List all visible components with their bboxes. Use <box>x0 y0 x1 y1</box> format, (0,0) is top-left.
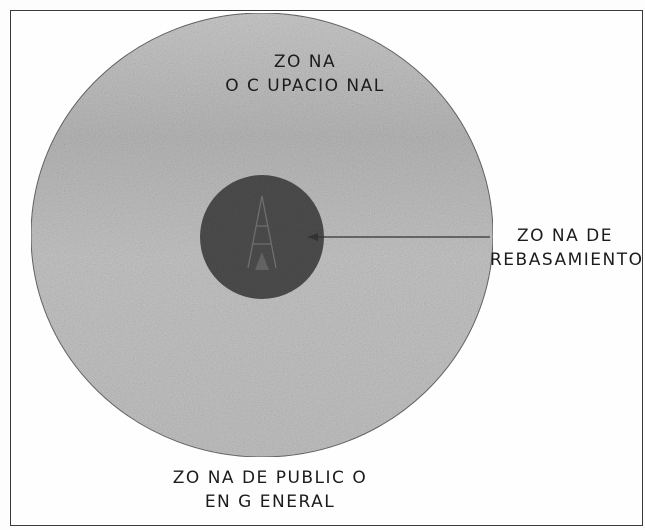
leader-arrowhead <box>308 233 318 241</box>
occupational-zone-line1: ZO NA <box>273 52 337 72</box>
public-zone-line1: ZO NA DE PUBLIC O <box>172 468 368 488</box>
public-zone-line2: EN G ENERAL <box>204 492 336 512</box>
overflow-zone-circle <box>200 175 324 299</box>
overflow-zone-label: ZO NA DE REBASAMIENTO <box>490 224 644 272</box>
occupational-zone-line2: O C UPACIO NAL <box>225 76 385 96</box>
occupational-zone-label: ZO NA O C UPACIO NAL <box>175 50 435 98</box>
public-zone-label: ZO NA DE PUBLIC O EN G ENERAL <box>165 466 375 514</box>
overflow-zone-line1: ZO NA DE <box>516 226 613 246</box>
antenna-tower-icon <box>247 195 277 270</box>
overflow-zone-line2: REBASAMIENTO <box>490 250 644 270</box>
